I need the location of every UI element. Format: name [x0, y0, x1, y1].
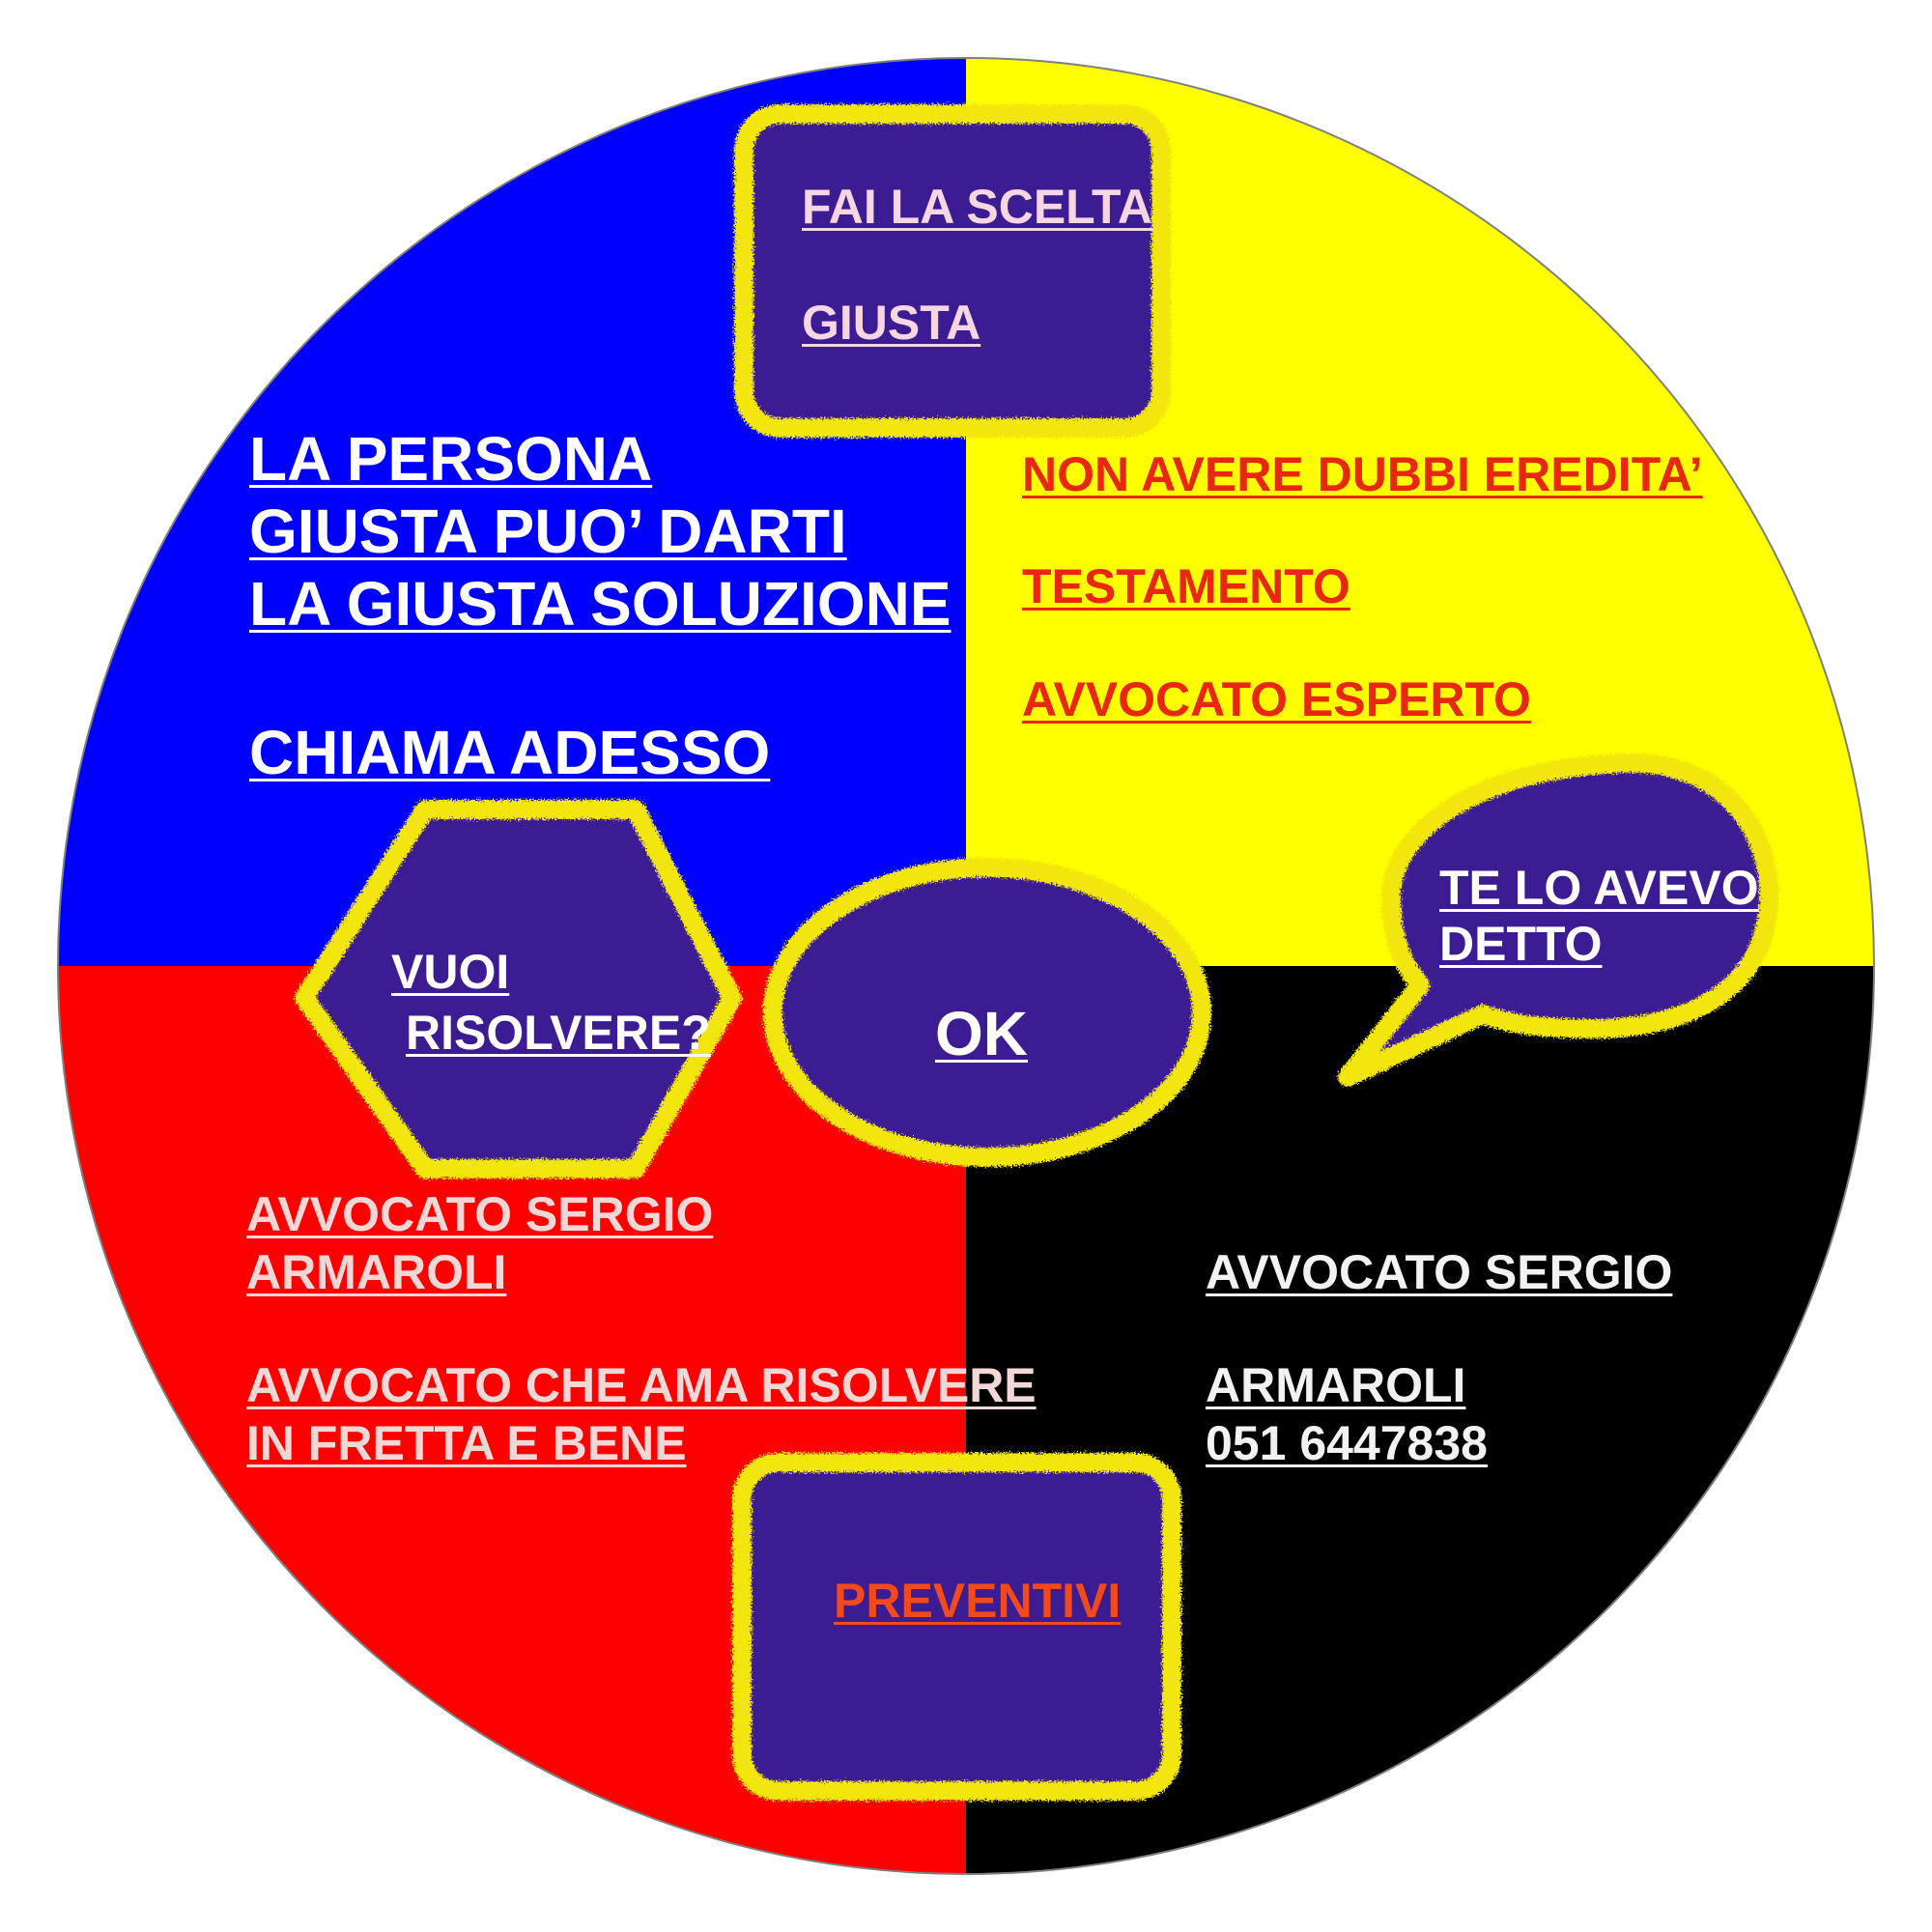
top-box-text-line1: FAI LA SCELTA	[802, 180, 1152, 234]
red-text-line2: ARMAROLI	[246, 1245, 507, 1299]
blue-headline-line1: LA PERSONA	[249, 424, 653, 494]
yellow-text-line3: AVVOCATO ESPERTO	[1022, 672, 1531, 726]
ok-label: OK	[935, 999, 1028, 1068]
red-text-line4: IN FRETTA E BENE	[246, 1416, 687, 1470]
preventivi-label: PREVENTIVI	[834, 1574, 1122, 1628]
blue-headline-line3: LA GIUSTA SOLUZIONE	[249, 569, 952, 639]
hexagon-text-line2: RISOLVERE?	[406, 1006, 711, 1060]
speech-bubble-text-line2: DETTO	[1439, 917, 1603, 971]
red-text-line3: AVVOCATO CHE AMA RISOLVERE	[246, 1358, 1037, 1412]
speech-bubble-shape	[1338, 753, 1779, 1087]
black-text-line1: AVVOCATO SERGIO	[1206, 1245, 1673, 1299]
yellow-text-line1: NON AVERE DUBBI EREDITA’	[1022, 447, 1703, 501]
black-text-line2: ARMAROLI	[1206, 1358, 1466, 1412]
yellow-text-line2: TESTAMENTO	[1022, 559, 1350, 613]
hexagon-text-line1: VUOI	[391, 945, 510, 999]
speech-bubble-text-line1: TE LO AVEVO	[1439, 861, 1759, 915]
blue-headline-line2: GIUSTA PUO’ DARTI	[249, 497, 847, 566]
top-box-shape	[734, 104, 1171, 438]
bottom-box-shape	[732, 1453, 1181, 1801]
phone-number: 051 6447838	[1206, 1416, 1488, 1470]
top-box-text-line2: GIUSTA	[802, 296, 981, 350]
disc-outline	[57, 57, 1875, 1875]
call-now-text: CHIAMA ADESSO	[249, 718, 771, 787]
hexagon-shape	[295, 800, 742, 1179]
center-oval-shape	[763, 858, 1211, 1167]
red-text-line1: AVVOCATO SERGIO	[246, 1187, 714, 1241]
